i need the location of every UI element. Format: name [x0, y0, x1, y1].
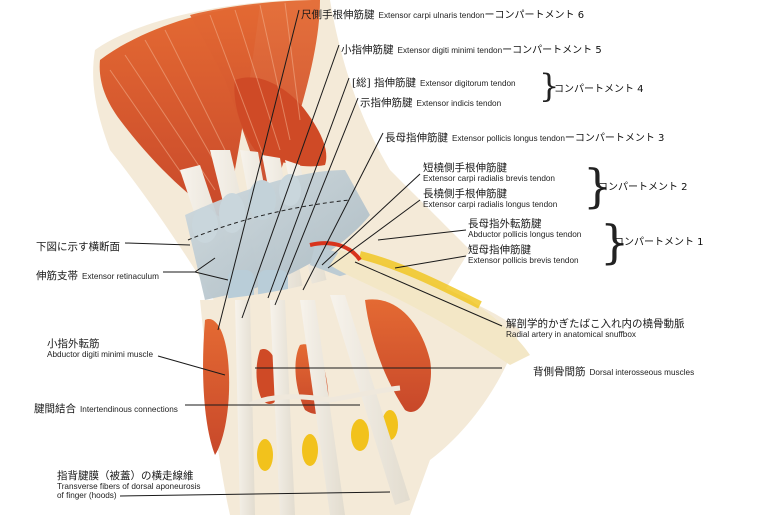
- label-compartment-1: コンパートメント 1: [614, 237, 704, 248]
- label-compartment-4: コンパートメント 4: [554, 84, 644, 95]
- label-ecrl: 長橈側手根伸筋腱 Extensor carpi radialis longus …: [423, 188, 558, 210]
- label-dorsal-aponeurosis-hoods: 指背腱膜（被蓋）の横走線維 Transverse fibers of dorsa…: [57, 470, 201, 501]
- label-epb: 短母指伸筋腱 Extensor pollicis brevis tendon: [468, 244, 579, 266]
- label-compartment-2: コンパートメント 2: [598, 182, 688, 193]
- label-apl: 長母指外転筋腱 Abductor pollicis longus tendon: [468, 218, 582, 240]
- hand-dorsum: [200, 241, 530, 515]
- leader-lines: [119, 9, 503, 497]
- brace-comp1: }: [600, 215, 630, 269]
- brace-comp4: }: [539, 67, 560, 105]
- brace-comp2: }: [583, 159, 613, 213]
- label-cross-section: 下図に示す横断面: [36, 241, 120, 253]
- label-abductor-digiti-minimi: 小指外転筋 Abductor digiti minimi muscle: [47, 338, 154, 360]
- label-radial-artery: 解剖学的かぎたばこ入れ内の橈骨動脈 Radial artery in anato…: [506, 318, 685, 340]
- label-ecrb: 短橈側手根伸筋腱 Extensor carpi radialis brevis …: [423, 162, 555, 184]
